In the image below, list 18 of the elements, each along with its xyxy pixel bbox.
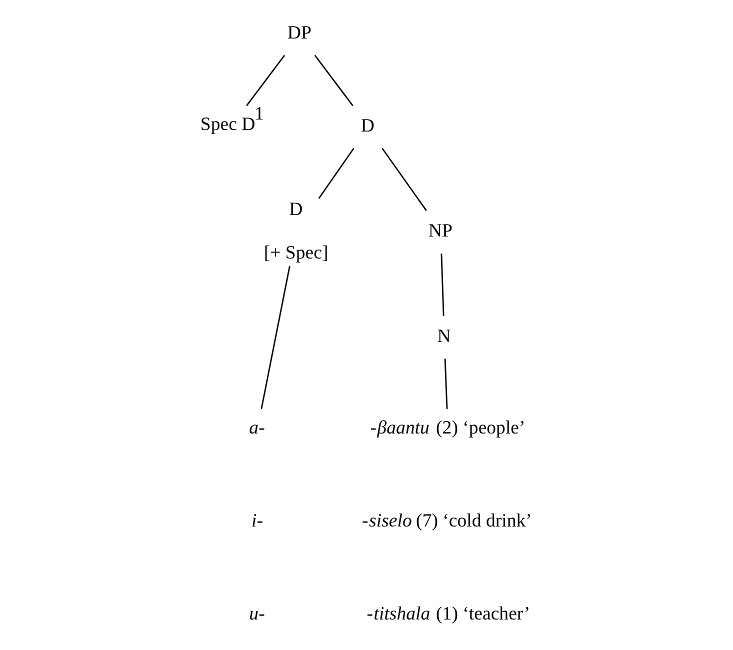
node-text: a- — [248, 418, 264, 439]
node-text: N — [436, 326, 450, 347]
connector — [246, 54, 285, 106]
connector — [381, 148, 426, 212]
node-text: D [+ Spec] — [263, 198, 328, 264]
connector — [440, 254, 444, 316]
connector — [444, 358, 448, 410]
label: -siselo (7) ‘cold drink’ — [362, 510, 532, 532]
label: i- — [251, 510, 263, 532]
node-text: D — [360, 115, 374, 136]
node-text: NP — [428, 220, 452, 242]
connector — [314, 54, 353, 106]
connector — [318, 148, 354, 199]
node-text: -βaantu (2) ‘people’ — [370, 418, 525, 439]
label: -titshala (1) ‘teacher’ — [366, 603, 530, 624]
node-text: DP — [286, 22, 311, 44]
connector — [260, 266, 290, 409]
label: u- — [248, 603, 264, 624]
